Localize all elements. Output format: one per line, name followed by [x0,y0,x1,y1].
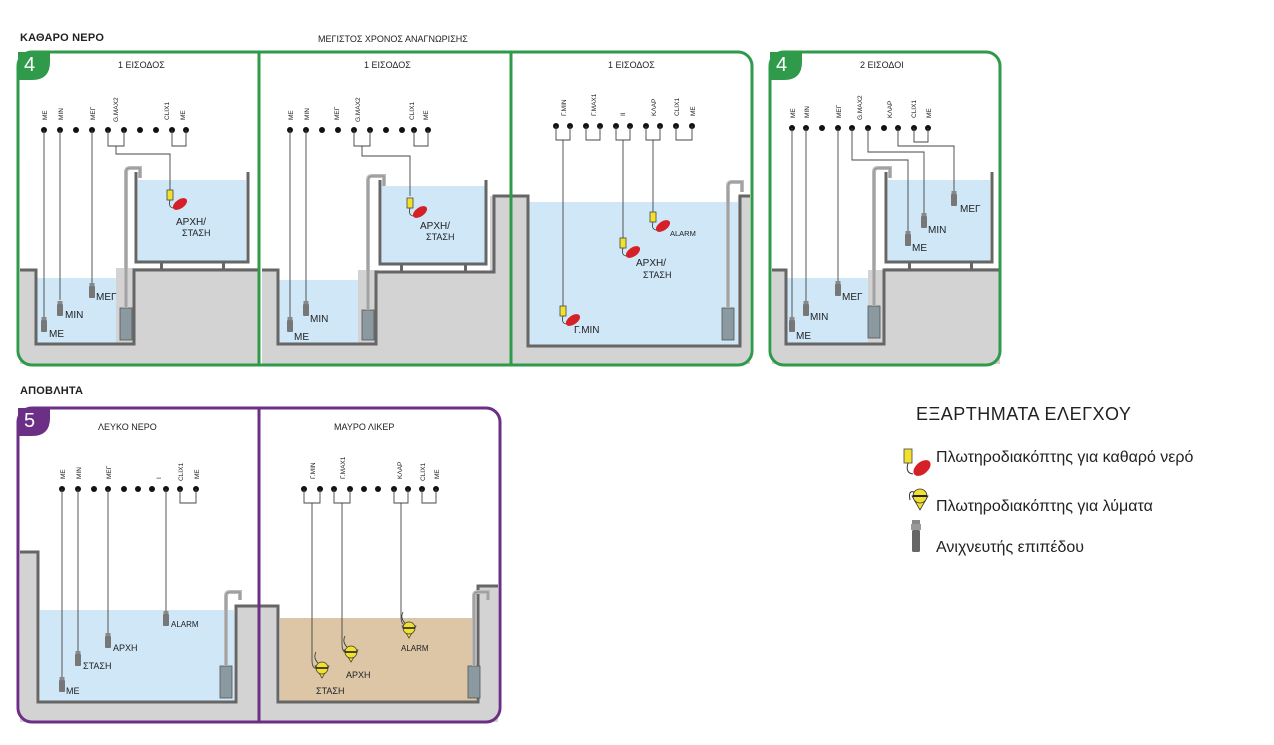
section-title-recognition-time: ΜΕΓΙΣΤΟΣ ΧΡΟΝΟΣ ΑΝΑΓΝΩΡΙΣΗΣ [318,34,468,44]
panel-6-title: ΜΑΥΡΟ ΛΙΚΕΡ [334,422,395,432]
badge-number: 4 [776,54,788,76]
section-title-clean-water: ΚΑΘΑΡΟ ΝΕΡΟ [20,32,105,44]
panel-5-title: ΛΕΥΚΟ ΝΕΡΟ [98,422,157,432]
panel-5-scene [20,486,258,722]
badge-waste [18,408,50,436]
legend-item-sludge-float: Πλωτηροδιακόπτης για λύματα [936,498,1153,515]
float-switch-sludge-icon [909,488,929,511]
float-switch-clean-water-icon [903,448,931,476]
badge-clean-right [770,52,802,80]
section-title-waste: ΑΠΟΒΛΗΤΑ [20,385,84,397]
waste-frame [16,406,502,724]
legend-item-level-probe: Ανιχνευτής επιπέδου [936,539,1085,556]
panel-4-scene [768,50,1002,367]
panel-3-title: 1 ΕΙΣΟΔΟΣ [608,60,655,70]
panel-1-scene [20,127,258,364]
badge-number: 4 [24,54,36,76]
level-probe-icon [911,520,921,552]
legend-title: ΕΞΑΡΤΗΜΑΤΑ ΕΛΕΓΧΟΥ [916,404,1132,424]
badge-clean-left [18,52,50,80]
panel-6-scene [260,486,498,722]
panel-4-title: 2 ΕΙΣΟΔΟΙ [860,60,904,70]
clean-water-2-frame [768,50,1002,367]
panel-3-scene [510,123,750,364]
clean-water-panel-group [16,50,754,367]
waste-panel-group [16,406,502,724]
legend-item-clean-float: Πλωτηροδιακόπτης για καθαρό νερό [936,449,1194,466]
badge-number: 5 [24,410,36,432]
panel-1-title: 1 ΕΙΣΟΔΟΣ [118,60,165,70]
clean-water-frame [16,50,754,367]
panel-2-scene [262,127,510,364]
panel-2-title: 1 ΕΙΣΟΔΟΣ [364,60,411,70]
